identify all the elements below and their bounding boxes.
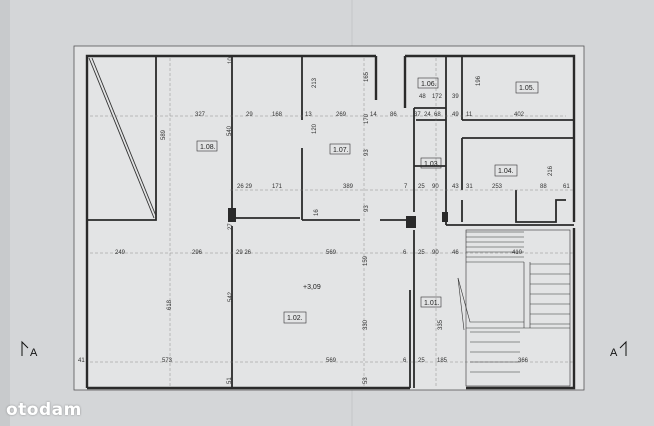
dimension-label: 168 (272, 112, 283, 118)
dimension-label: 249 (115, 250, 126, 256)
paper-left-shadow (0, 0, 10, 426)
dimension-label: 25 (418, 184, 425, 190)
level-mark: +3,09 (303, 284, 321, 291)
dimension-label: 269 (336, 112, 347, 118)
dimension-label: 213 (312, 77, 318, 88)
dimension-label: 25 (418, 358, 425, 364)
room-box (283, 311, 307, 324)
dimension-label: 540 (227, 125, 233, 136)
dimension-label: 90 (432, 184, 439, 190)
dimension-label: 37 (414, 112, 421, 118)
dimension-label: 569 (326, 358, 337, 364)
dimension-label: 93 (364, 205, 370, 212)
dimension-label: 31 (466, 184, 473, 190)
dimension-label: 569 (326, 250, 337, 256)
section-mark-left: A (21, 340, 38, 359)
dimension-label: 88 (540, 184, 547, 190)
dimension-label: 618 (167, 299, 173, 310)
room-labels: 1.08. 1.07. 1.06. 1.05. 1.04. 1.03. 1.02… (196, 77, 539, 324)
room-box (420, 157, 442, 169)
dimension-label: 296 (192, 250, 203, 256)
dimension-label: 24 (424, 112, 431, 118)
room-label-1-01: 1.01. (424, 300, 440, 307)
dimension-label: 39 (452, 94, 459, 100)
dimension-label: 7 (404, 184, 408, 190)
dimension-label: 216 (548, 165, 554, 176)
drawing-frame (73, 45, 585, 391)
dimension-label: 366 (518, 358, 529, 364)
dimension-label: 6 (403, 250, 407, 256)
dimension-labels: 327 29 168 13 269 14 86 37 24 68 49 11 4… (78, 57, 570, 384)
room-label-1-02: 1.02. (287, 315, 303, 322)
dimension-label: 330 (363, 319, 369, 330)
dimension-label: 61 (563, 184, 570, 190)
dimension-label: 68 (434, 112, 441, 118)
dimension-label: 25 (418, 250, 425, 256)
diagonal-shaft (88, 57, 157, 219)
dimension-label: 11 (466, 112, 473, 118)
dimension-label: 171 (272, 184, 283, 190)
dimension-label: 159 (363, 255, 369, 266)
watermark-logo: otodam (6, 400, 82, 420)
room-box (494, 164, 518, 177)
room-box (196, 140, 218, 152)
room-box (515, 81, 539, 94)
dimension-label: 172 (432, 94, 443, 100)
dimension-label: 90 (432, 250, 439, 256)
dimension-label: 185 (437, 358, 448, 364)
interior-walls (87, 56, 574, 388)
section-mark-right: A (610, 340, 627, 359)
room-box (420, 296, 442, 308)
dimension-label: 196 (476, 75, 482, 86)
dimension-label: 43 (452, 184, 459, 190)
outer-walls (85, 54, 576, 390)
dimension-label: 27 (228, 223, 234, 230)
dimension-label: 16 (314, 209, 320, 216)
dimension-label: 10 (228, 57, 234, 64)
room-label-1-06: 1.06. (421, 81, 437, 88)
room-label-1-08: 1.08. (200, 144, 216, 151)
dimension-label: 410 (512, 250, 523, 256)
dimension-label: 573 (162, 358, 173, 364)
dimension-label: 49 (452, 112, 459, 118)
dimension-label: 165 (364, 71, 370, 82)
dimension-label: 253 (492, 184, 503, 190)
columns (228, 208, 448, 228)
dimension-label: 170 (364, 113, 370, 124)
dimension-label: 48 (419, 94, 426, 100)
dimension-label: 589 (161, 129, 167, 140)
room-label-1-04: 1.04. (498, 168, 514, 175)
dimension-label: 389 (343, 184, 354, 190)
section-mark-left-label: A (30, 347, 38, 359)
dimension-label: 46 (452, 250, 459, 256)
section-mark-right-label: A (610, 347, 618, 359)
room-label-1-03: 1.03. (424, 161, 440, 168)
staircase (457, 229, 571, 387)
dimension-label: 327 (195, 112, 206, 118)
room-box (329, 143, 351, 155)
dimension-label: 93 (364, 149, 370, 156)
dimension-label: 86 (390, 112, 397, 118)
dimension-label: 53 (363, 377, 369, 384)
dimension-label: 41 (78, 358, 85, 364)
dimension-label: 29 (246, 112, 253, 118)
dimension-label: 6 (403, 358, 407, 364)
dimension-label: 402 (514, 112, 525, 118)
room-label-1-05: 1.05. (519, 85, 535, 92)
dimension-label: 26 29 (237, 184, 253, 190)
dimension-label: 120 (312, 123, 318, 134)
dimension-label: 51 (227, 377, 233, 384)
dimension-label: 13 (305, 112, 312, 118)
room-box (417, 77, 439, 89)
dimension-label: 335 (438, 319, 444, 330)
room-label-1-07: 1.07. (333, 147, 349, 154)
dimension-label: 29 26 (236, 250, 252, 256)
dimension-label: 542 (228, 291, 234, 302)
dimension-lines (90, 58, 574, 386)
dimension-label: 14 (370, 112, 377, 118)
